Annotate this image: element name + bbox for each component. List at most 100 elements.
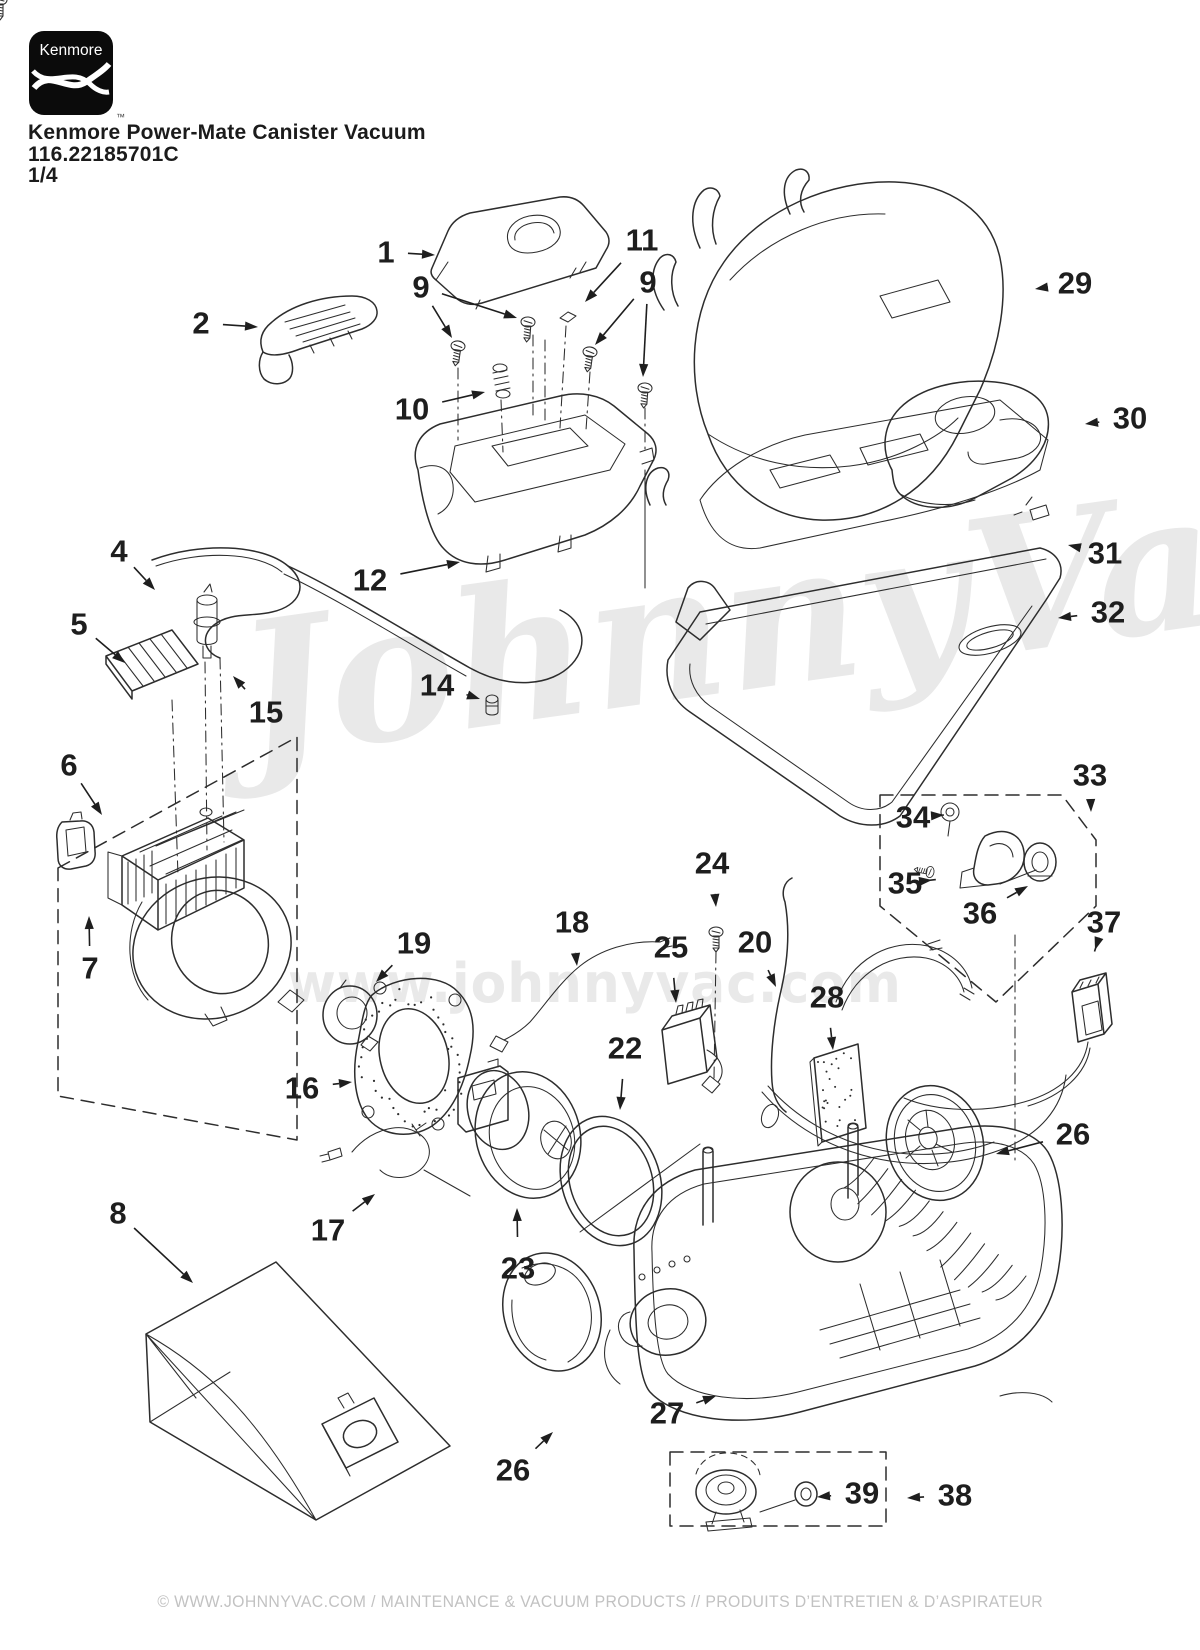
leader-line [441, 292, 505, 315]
part-32-bottom-tray [666, 547, 1062, 826]
arrowhead [540, 1432, 553, 1445]
screw-icons [0, 0, 936, 953]
part-37-plug-connector [903, 972, 1113, 1110]
arrowhead [338, 1078, 352, 1089]
chassis-deck [645, 399, 1049, 550]
arrowhead [244, 321, 258, 331]
logo-swoosh2-icon [31, 69, 110, 95]
leader-line [696, 1399, 704, 1404]
part-8-dust-bag [145, 1261, 451, 1521]
part-6-frame-outline [57, 736, 298, 1141]
callout-25: 25 [654, 930, 688, 965]
leader-line [332, 1082, 340, 1086]
part-14-cap-nut [485, 694, 499, 716]
callout-9: 9 [639, 265, 656, 300]
arrowhead [90, 801, 102, 815]
leader-line [1008, 1141, 1044, 1152]
part-17-cord-wire [319, 1122, 471, 1197]
callout-38: 38 [938, 1478, 972, 1513]
part-16-gasket-plate [353, 977, 474, 1135]
part-34-grommet [940, 802, 960, 822]
stipple-texture [817, 1052, 856, 1127]
leader-line [133, 1227, 185, 1275]
arrowhead [512, 1208, 522, 1222]
callout-15: 15 [249, 695, 283, 730]
callout-12: 12 [353, 563, 387, 598]
part-18-lead-wire [489, 937, 673, 1053]
callout-32: 32 [1091, 595, 1125, 630]
callout-29: 29 [1058, 266, 1092, 301]
arrowhead [817, 1491, 831, 1501]
logo-trademark: ™ [116, 112, 125, 122]
callout-26: 26 [496, 1453, 530, 1488]
leader-line [829, 1027, 833, 1038]
part-15-valve [193, 583, 221, 659]
part-1-dust-cover [430, 196, 610, 310]
leader-line [1006, 891, 1018, 899]
part-39-swivel-caster [695, 1452, 818, 1532]
callout-36: 36 [963, 896, 997, 931]
arrowhead [361, 1194, 375, 1206]
footer: © WWW.JOHNNYVAC.COM / MAINTENANCE & VACU… [0, 1592, 1200, 1612]
leader-line [642, 303, 648, 365]
leader-line [384, 964, 393, 974]
leader-line [80, 782, 96, 805]
kenmore-logo: Kenmore ™ [28, 30, 125, 126]
callout-4: 4 [110, 534, 128, 569]
arrowhead [616, 1096, 626, 1110]
callout-34: 34 [896, 800, 931, 835]
part-7-bracket [56, 811, 96, 870]
arrowhead [1086, 798, 1096, 812]
model-number: 116.22185701C [28, 142, 179, 166]
leader-line [1070, 614, 1078, 618]
arrowhead [996, 1146, 1010, 1156]
part-26-wheel-bottom [501, 1252, 603, 1372]
arrowhead [1094, 936, 1104, 950]
arrowhead [826, 1036, 837, 1050]
part-5-filter [105, 629, 199, 700]
callout-37: 37 [1087, 905, 1121, 940]
arrowhead [503, 309, 517, 319]
leader-line [620, 1078, 624, 1098]
leader-line [352, 1201, 366, 1212]
leader-line [431, 305, 446, 328]
leader-line [593, 262, 622, 293]
arrowhead [930, 811, 944, 821]
part-2-carry-handle [258, 295, 378, 385]
part-10-spring [492, 363, 511, 399]
part-31-latch [1013, 496, 1050, 521]
part-27-base [604, 1122, 1063, 1421]
motor-mount-ring [129, 876, 305, 1027]
leader-line [442, 394, 473, 403]
arrowhead [142, 577, 155, 590]
assembly-guide-lines [171, 325, 1016, 1161]
callout-8: 8 [109, 1196, 126, 1231]
callout-39: 39 [845, 1476, 879, 1511]
arrowhead [1068, 543, 1082, 553]
part-23-motor [457, 1058, 582, 1200]
callout-11: 11 [626, 223, 659, 258]
part-26-wheel-right [885, 1084, 985, 1202]
part-38-caster-box [669, 1451, 887, 1532]
leader-line [241, 685, 246, 690]
arrowhead [1014, 886, 1028, 897]
callout-28: 28 [810, 980, 844, 1015]
base-rib-fins [843, 1157, 1027, 1301]
leader-line [534, 1440, 545, 1450]
header: Kenmore ™ [28, 30, 125, 126]
arrowhead [446, 560, 460, 570]
callout-20: 20 [738, 925, 772, 960]
leader-line [400, 563, 448, 575]
arrowhead [1058, 611, 1072, 622]
part-11-clip [559, 311, 577, 323]
arrowhead [570, 952, 581, 966]
callout-16: 16 [285, 1071, 319, 1106]
arrowhead [595, 332, 607, 345]
cord-wrap-cage [107, 807, 245, 931]
arrowhead [441, 324, 452, 338]
part-36-ring [1023, 842, 1057, 882]
callout-27: 27 [650, 1396, 684, 1431]
callout-22: 22 [608, 1031, 642, 1066]
arrowhead [233, 676, 246, 689]
